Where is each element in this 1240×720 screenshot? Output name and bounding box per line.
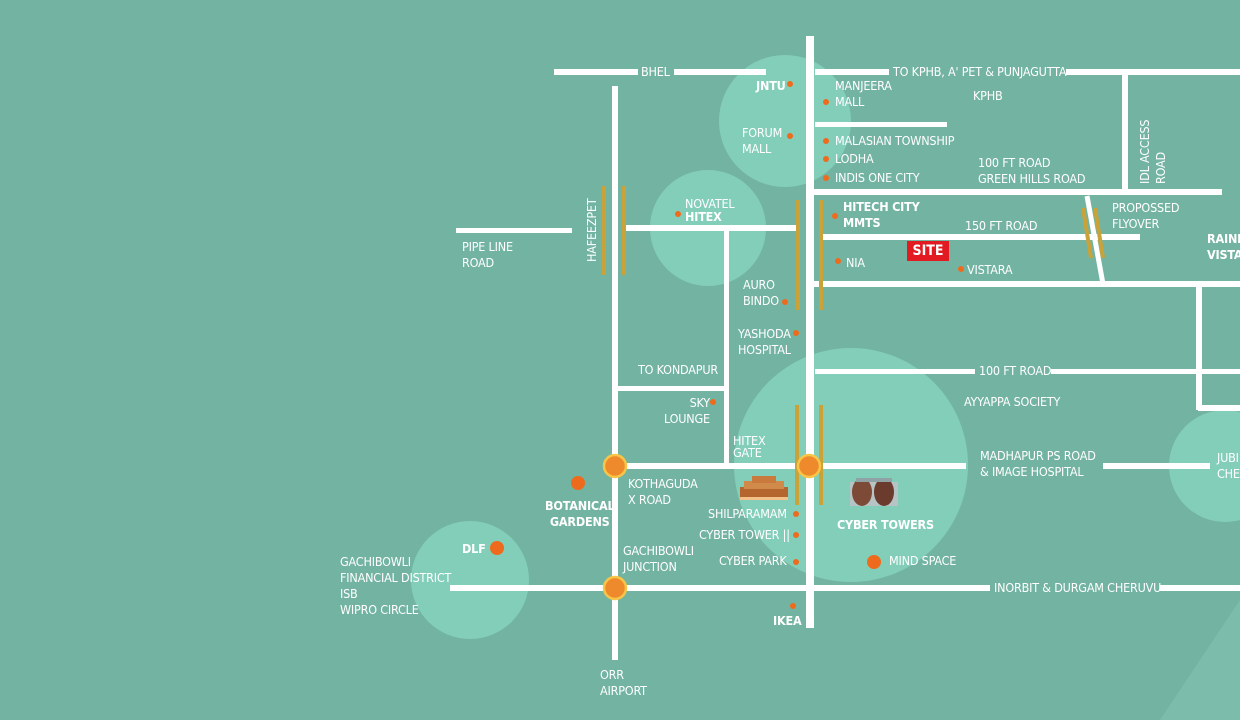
label-to-kondapur: TO KONDAPUR: [638, 362, 718, 377]
label-lodha: LODHA: [835, 151, 874, 166]
label-manjeera-mall: MANJEERA MALL: [835, 78, 892, 109]
label-yashoda-hospital: YASHODA HOSPITAL: [738, 326, 791, 357]
location-dots: [675, 81, 964, 609]
label-gachibowli-junction: GACHIBOWLI JUNCTION: [623, 543, 694, 574]
label-auro-bindo: AURO BINDO: [743, 277, 779, 308]
label-green-hills-road: 100 FT ROAD GREEN HILLS ROAD: [978, 155, 1086, 186]
label-gachibowli-financial-district: GACHIBOWLI FINANCIAL DISTRICT ISB WIPRO …: [340, 554, 452, 617]
label-bhel: BHEL: [641, 64, 670, 79]
cyber-towers-building-icon: [850, 478, 898, 506]
label-forum-mall: FORUM MALL: [742, 125, 783, 156]
label-pipe-line-road: PIPE LINE ROAD: [462, 239, 513, 270]
shilparamam-building-icon: [740, 476, 788, 500]
label-cyber-park: CYBER PARK: [719, 553, 787, 568]
label-novatel: NOVATEL: [685, 196, 735, 211]
road-network: [450, 36, 1240, 660]
dlf-marker: [490, 541, 504, 555]
label-kphb: KPHB: [973, 88, 1003, 103]
label-hitex: HITEX: [685, 209, 722, 224]
botanical-gardens-marker: [571, 476, 585, 490]
label-vistara: VISTARA: [967, 262, 1013, 277]
label-hitech-city-mmts: HITECH CITY MMTS: [843, 199, 920, 230]
label-cyber-towers: CYBER TOWERS: [837, 517, 934, 532]
label-madhapur-ps-road: MADHAPUR PS ROAD & IMAGE HOSPITAL: [980, 448, 1096, 479]
label-nia: NIA: [846, 255, 865, 270]
label-orr-airport: ORR AIRPORT: [600, 667, 647, 698]
label-150-ft-road: 150 FT ROAD: [965, 218, 1038, 233]
label-cyber-tower-2: CYBER TOWER ||: [699, 527, 790, 542]
label-mind-space: MIND SPACE: [889, 553, 957, 568]
label-proposed-flyover: PROPOSSED FLYOVER: [1112, 200, 1180, 231]
label-ikea: IKEA: [773, 613, 802, 628]
label-sky-lounge: SKY LOUNGE: [664, 395, 710, 426]
junction-kothaguda-marker: [602, 453, 628, 479]
junction-cyber-towers-marker: [796, 453, 822, 479]
label-inorbit-durgam-cheruvu: INORBIT & DURGAM CHERUVU: [994, 580, 1162, 595]
label-kothaguda-x-road: KOTHAGUDA X ROAD: [628, 476, 698, 507]
label-jubilee: JUBI CHE: [1217, 450, 1240, 481]
site-marker: SITE: [907, 241, 949, 261]
junction-gachibowli-marker: [602, 575, 628, 601]
area-circle-jntu: [719, 55, 851, 187]
label-dlf: DLF: [462, 541, 486, 556]
label-idl-access-road: IDL ACCESS ROAD: [1137, 119, 1168, 184]
metro-rail-lines: [602, 186, 1105, 505]
corner-accent: [1160, 600, 1240, 720]
label-shilparamam: SHILPARAMAM: [708, 506, 787, 521]
label-kphb-road: TO KPHB, A' PET & PUNJAGUTTA: [893, 64, 1067, 79]
label-jntu: JNTU: [756, 78, 786, 93]
label-ayyappa-society: AYYAPPA SOCIETY: [964, 394, 1061, 409]
mind-space-marker: [867, 555, 881, 569]
label-hitex-gate: HITEX GATE: [733, 433, 766, 460]
label-botanical-gardens: BOTANICAL GARDENS: [545, 498, 615, 529]
label-malasian-township: MALASIAN TOWNSHIP: [835, 133, 955, 148]
label-indis-one-city: INDIS ONE CITY: [835, 170, 920, 185]
label-hafeezpet: HAFEEZPET: [584, 198, 599, 262]
label-100-ft-road: 100 FT ROAD: [979, 363, 1052, 378]
label-rainbow-vistas: RAINB VISTA: [1207, 231, 1240, 262]
